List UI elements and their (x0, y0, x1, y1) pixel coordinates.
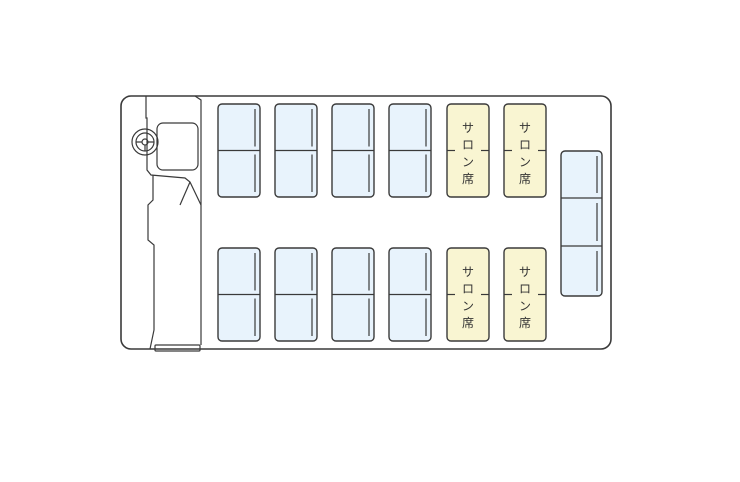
salon-seat-label-char: ロ (462, 138, 474, 152)
rear-bench (560, 150, 603, 297)
regular-seat (331, 103, 375, 198)
salon-seat-label-char: ロ (519, 282, 531, 296)
regular-seat (217, 247, 261, 342)
salon-seat-label-char: ン (462, 299, 474, 313)
regular-seat (274, 247, 318, 342)
regular-seat (388, 103, 432, 198)
salon-seat-label-char: サ (462, 265, 474, 279)
salon-seat-label-char: 席 (462, 171, 474, 186)
regular-seat (388, 247, 432, 342)
regular-seat (274, 103, 318, 198)
salon-seat-label-char: ロ (462, 282, 474, 296)
driver-area (131, 95, 202, 352)
salon-seat-label-char: ロ (519, 138, 531, 152)
salon-seat-label-char: ン (519, 155, 531, 169)
driver-seat (156, 122, 199, 171)
bus-body (120, 95, 612, 350)
salon-seat-label-char: 席 (519, 315, 531, 330)
salon-seat-label-char: ン (519, 299, 531, 313)
salon-seat-label-char: ン (462, 155, 474, 169)
regular-seat (217, 103, 261, 198)
entrance-step (154, 344, 201, 352)
salon-seat-label-char: 席 (462, 315, 474, 330)
steering-wheel-icon (131, 128, 159, 156)
salon-seat-label-char: 席 (519, 171, 531, 186)
salon-seat-label-char: サ (462, 121, 474, 135)
regular-seat (331, 247, 375, 342)
salon-seat-label-char: サ (519, 121, 531, 135)
salon-seat-label-char: サ (519, 265, 531, 279)
